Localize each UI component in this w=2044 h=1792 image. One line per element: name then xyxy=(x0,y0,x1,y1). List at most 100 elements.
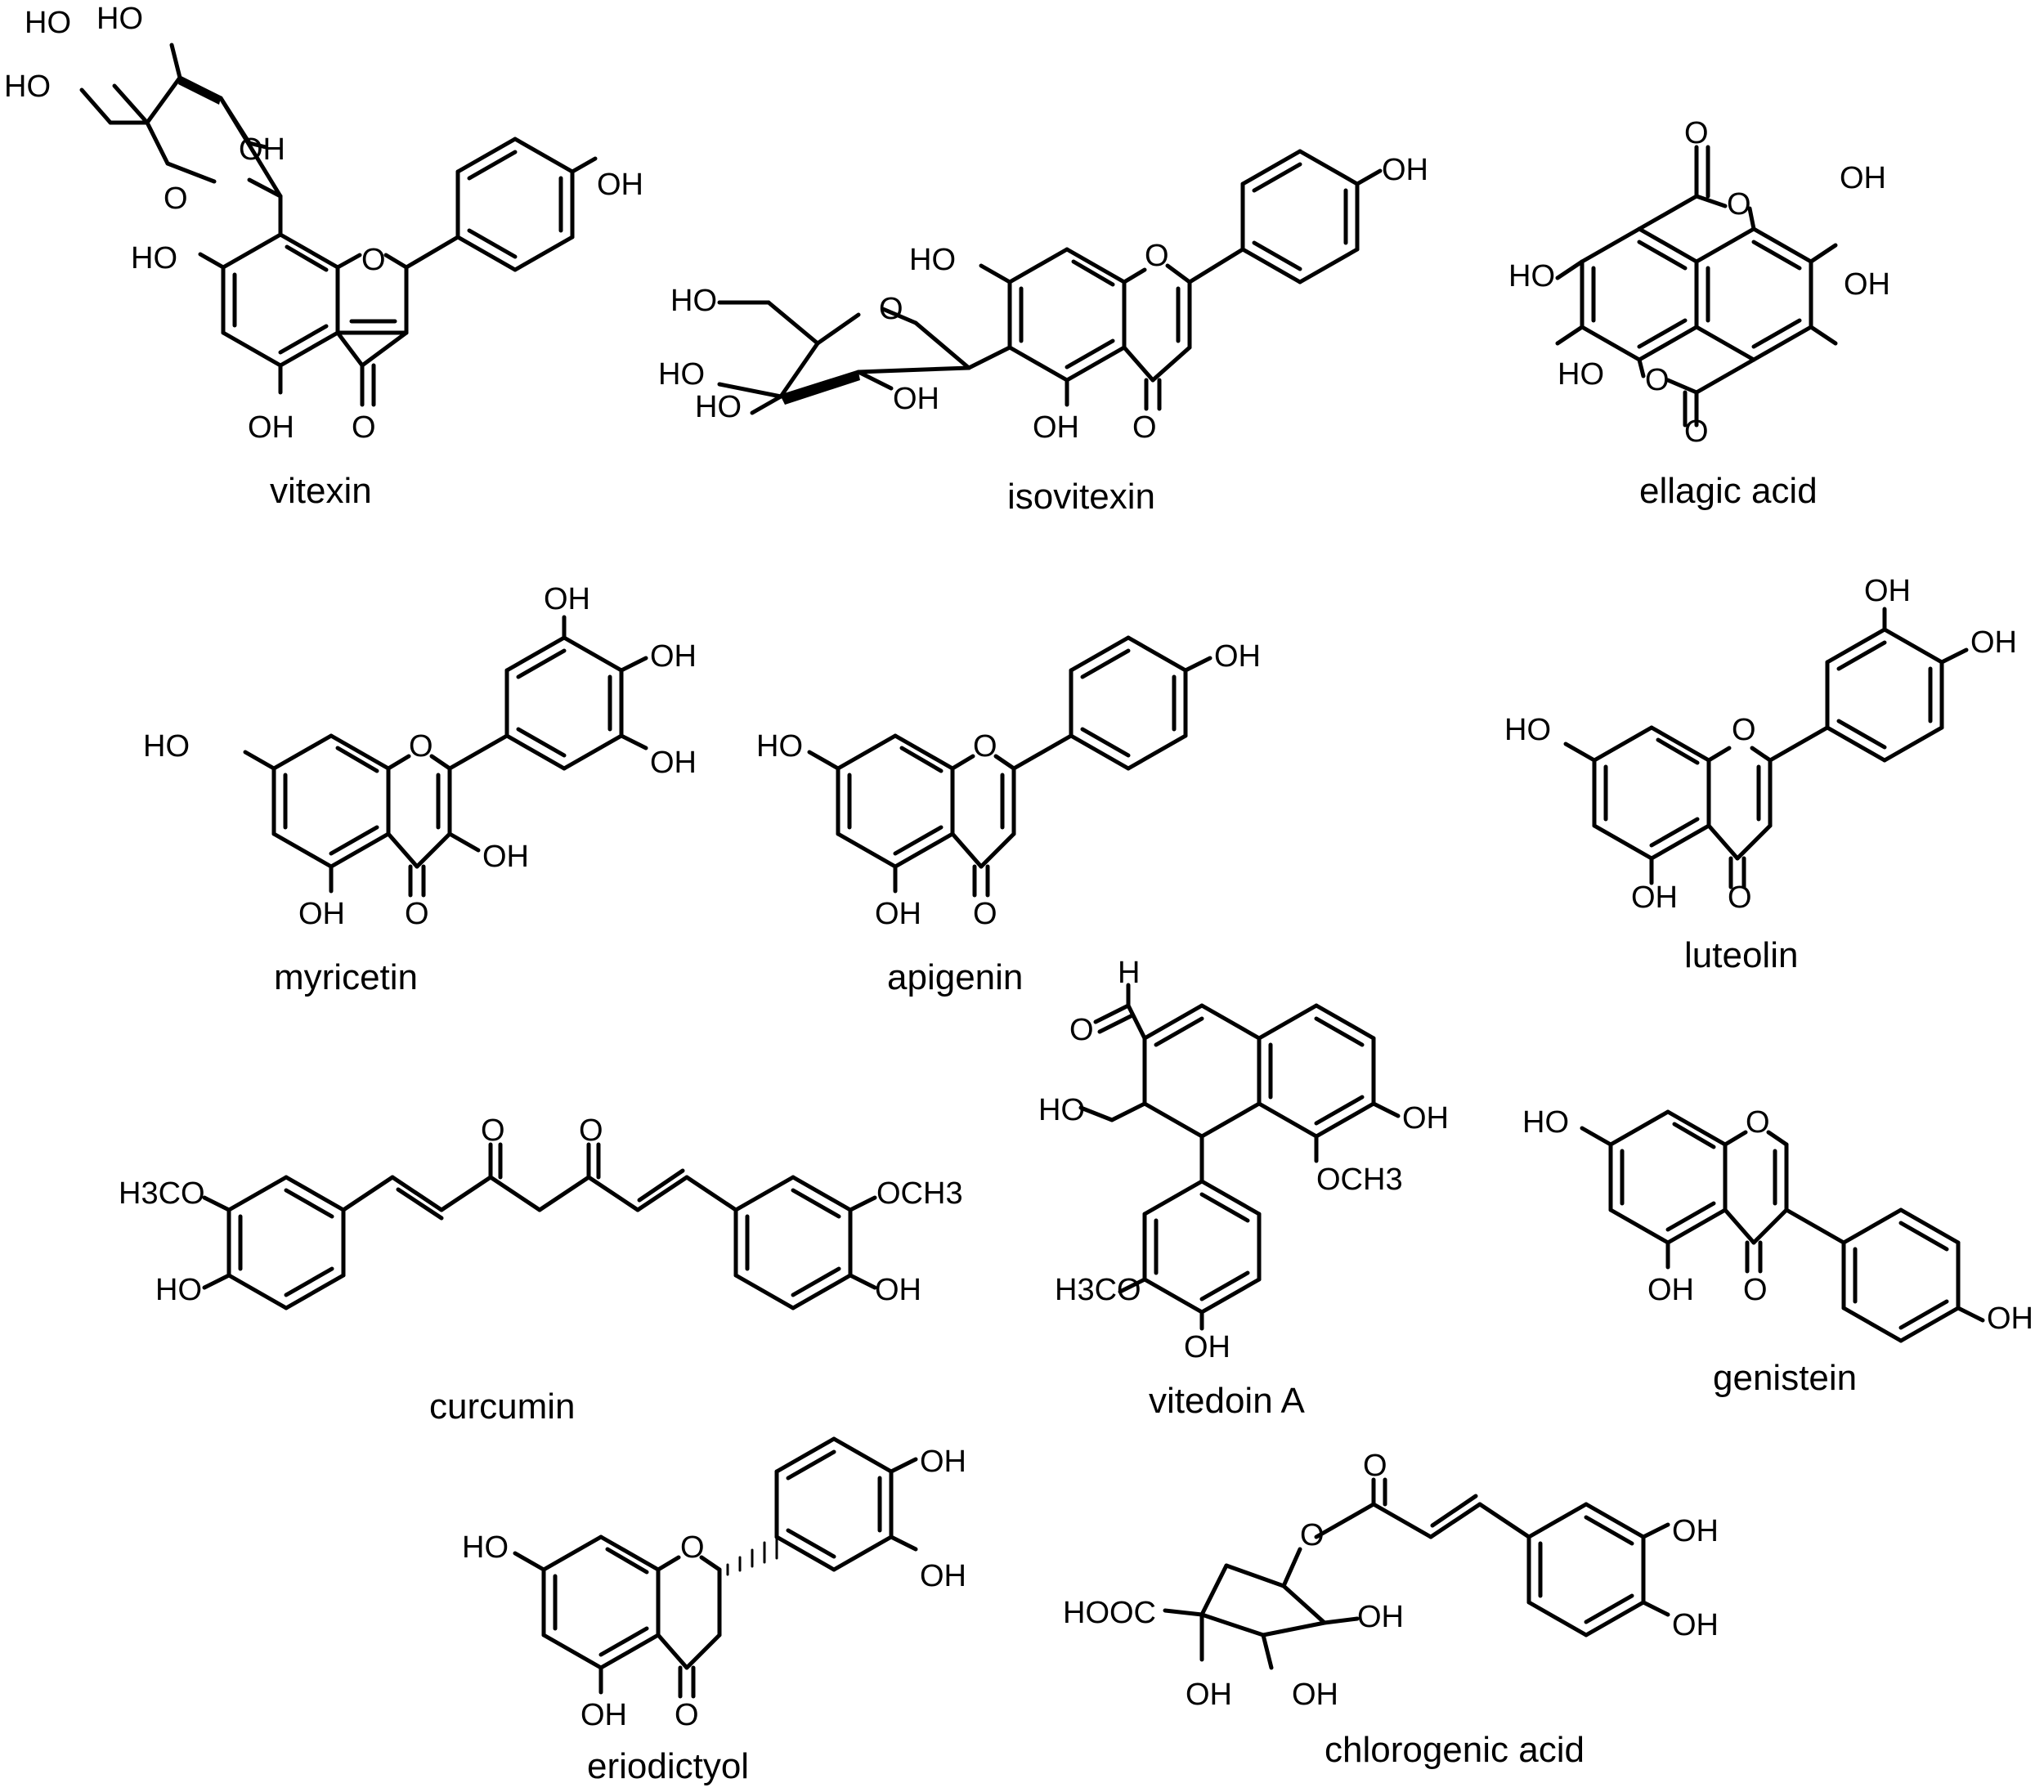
vitedoin-h-label: H xyxy=(1118,956,1140,990)
myricetin-name: myricetin xyxy=(274,957,418,997)
myricetin-ho7-label: HO xyxy=(143,729,190,764)
eriodictyol-oh5-label: OH xyxy=(580,1698,627,1732)
chlorogenic-o-co-label: O xyxy=(1363,1449,1387,1483)
apigenin-o4-label: O xyxy=(973,897,997,931)
eriodictyol-structure: OH HO O OH OH O eriodictyol xyxy=(462,1436,966,1786)
vitedoin-ch2oh-label: HO xyxy=(1038,1093,1085,1127)
ellagic-ring-o-top-label: O xyxy=(1727,187,1751,222)
isovitexin-o1-label: O xyxy=(1145,239,1169,273)
eriodictyol-o1-label: O xyxy=(680,1530,705,1565)
vitexin-ring-o-label: O xyxy=(164,181,188,216)
apigenin-name: apigenin xyxy=(887,957,1023,997)
ellagic-oh-r1-label: OH xyxy=(1840,161,1886,195)
myricetin-oh3-label: OH xyxy=(482,840,529,874)
vitedoin-a-name: vitedoin A xyxy=(1149,1381,1305,1421)
genistein-o4-label: O xyxy=(1743,1273,1768,1307)
genistein-oh5-label: OH xyxy=(1647,1273,1694,1307)
luteolin-oh3p-label: OH xyxy=(1864,574,1911,608)
curcumin-ho-label: HO xyxy=(155,1273,202,1307)
eriodictyol-name: eriodictyol xyxy=(587,1746,749,1786)
isovitexin-oh5-label: OH xyxy=(1033,410,1079,445)
vitexin-name: vitexin xyxy=(270,471,372,511)
isovitexin-ho-a-label: HO xyxy=(658,357,705,392)
chlorogenic-acid-name: chlorogenic acid xyxy=(1325,1730,1585,1770)
vitexin-ho-label-3: HO xyxy=(4,69,51,104)
vitexin-o4-label: O xyxy=(352,410,376,445)
genistein-o1-label: O xyxy=(1746,1105,1770,1140)
apigenin-oh4p-label: OH xyxy=(1214,639,1261,674)
vitexin-oh5-label: OH xyxy=(248,410,294,445)
chlorogenic-oh3p-label: OH xyxy=(1672,1514,1719,1548)
apigenin-oh5-label: OH xyxy=(875,897,921,931)
myricetin-o1-label: O xyxy=(409,729,433,764)
chlorogenic-hooc-label: HOOC xyxy=(1063,1596,1156,1630)
curcumin-oh-label: OH xyxy=(875,1273,921,1307)
chlorogenic-oh-b-label: OH xyxy=(1292,1678,1338,1712)
luteolin-oh5-label: OH xyxy=(1631,880,1678,915)
myricetin-oh-mid-label: OH xyxy=(650,639,697,674)
vitedoin-oh-b-label: OH xyxy=(1184,1330,1230,1364)
eriodictyol-ho7-label: HO xyxy=(462,1530,509,1565)
myricetin-oh5-label: OH xyxy=(298,897,345,931)
isovitexin-sugar-oh-label: OH xyxy=(893,382,939,416)
genistein-structure: HO O OH O OH genistein xyxy=(1522,1105,2033,1398)
myricetin-o4-label: O xyxy=(405,897,429,931)
chlorogenic-oh-r-label: OH xyxy=(1357,1600,1404,1634)
genistein-name: genistein xyxy=(1713,1358,1857,1398)
vitedoin-och3-label: OCH3 xyxy=(1316,1163,1403,1197)
apigenin-o1-label: O xyxy=(973,729,997,764)
isovitexin-structure: HO O OH HO O HO HO OH OH O isovitexin xyxy=(658,149,1428,517)
vitexin-ho7-label: HO xyxy=(131,241,177,276)
vitexin-structure: HO HO HO OH O HO O OH OH O vitexin xyxy=(4,2,643,511)
vitexin-ho-label-1: HO xyxy=(25,6,71,40)
apigenin-structure: OH HO O OH O apigenin xyxy=(756,635,1261,997)
myricetin-oh-top-label: OH xyxy=(544,582,590,616)
vitexin-oh4p-label: OH xyxy=(597,168,643,202)
luteolin-structure: OH OH HO O OH O luteolin xyxy=(1504,574,2017,975)
vitedoin-oh-label: OH xyxy=(1402,1101,1449,1136)
curcumin-o1-label: O xyxy=(481,1113,505,1148)
ellagic-acid-structure: O O OH HO OH HO O O ellagic acid xyxy=(1508,116,1890,511)
apigenin-ho7-label: HO xyxy=(756,729,803,764)
luteolin-o4-label: O xyxy=(1728,880,1752,915)
isovitexin-ch2oh-label: HO xyxy=(670,284,717,318)
eriodictyol-o4-label: O xyxy=(675,1698,699,1732)
eriodictyol-oh4p-label: OH xyxy=(920,1559,966,1593)
eriodictyol-oh3p-label: OH xyxy=(920,1445,966,1479)
vitedoin-a-structure: H O HO OH OCH3 H3CO OH vitedoin A xyxy=(1038,956,1449,1421)
curcumin-name: curcumin xyxy=(429,1387,576,1427)
ellagic-ho-l1-label: HO xyxy=(1508,259,1555,293)
ellagic-acid-name: ellagic acid xyxy=(1639,471,1818,511)
isovitexin-ring-o-label: O xyxy=(879,292,903,326)
isovitexin-ho-b-label: HO xyxy=(695,390,742,424)
vitedoin-o-ald-label: O xyxy=(1069,1013,1094,1047)
luteolin-name: luteolin xyxy=(1684,935,1798,975)
chlorogenic-oh4p-label: OH xyxy=(1672,1608,1719,1642)
chlorogenic-oh-a-label: OH xyxy=(1186,1678,1232,1712)
isovitexin-o4-label: O xyxy=(1132,410,1157,445)
chlorogenic-acid-structure: O O OH HOOC OH OH OH OH chlorogenic acid xyxy=(1063,1449,1719,1770)
vitedoin-h3co-label: H3CO xyxy=(1055,1273,1141,1307)
ellagic-o-bot-label: O xyxy=(1684,414,1709,449)
curcumin-structure: O O H3CO OCH3 HO OH curcumin xyxy=(119,1113,963,1427)
ellagic-oh-r2-label: OH xyxy=(1844,267,1890,302)
isovitexin-ho7-label: HO xyxy=(909,243,956,277)
luteolin-o1-label: O xyxy=(1732,713,1756,747)
chlorogenic-o-ester-label: O xyxy=(1300,1518,1325,1552)
vitexin-sugar-oh-label: OH xyxy=(239,132,285,167)
luteolin-ho7-label: HO xyxy=(1504,713,1551,747)
vitexin-ho-label-2: HO xyxy=(96,2,143,36)
luteolin-oh4p-label: OH xyxy=(1970,625,2017,660)
ellagic-o-top-label: O xyxy=(1684,116,1709,150)
ellagic-ho-l2-label: HO xyxy=(1558,357,1604,392)
myricetin-oh-low-label: OH xyxy=(650,746,697,780)
curcumin-h3co-label: H3CO xyxy=(119,1176,205,1211)
genistein-ho7-label: HO xyxy=(1522,1105,1569,1140)
genistein-oh4p-label: OH xyxy=(1987,1301,2033,1336)
myricetin-structure: OH OH HO O OH OH OH O myricetin xyxy=(143,582,697,997)
isovitexin-oh4p-label: OH xyxy=(1382,153,1428,187)
curcumin-o2-label: O xyxy=(579,1113,603,1148)
vitexin-o1-label: O xyxy=(361,243,386,277)
